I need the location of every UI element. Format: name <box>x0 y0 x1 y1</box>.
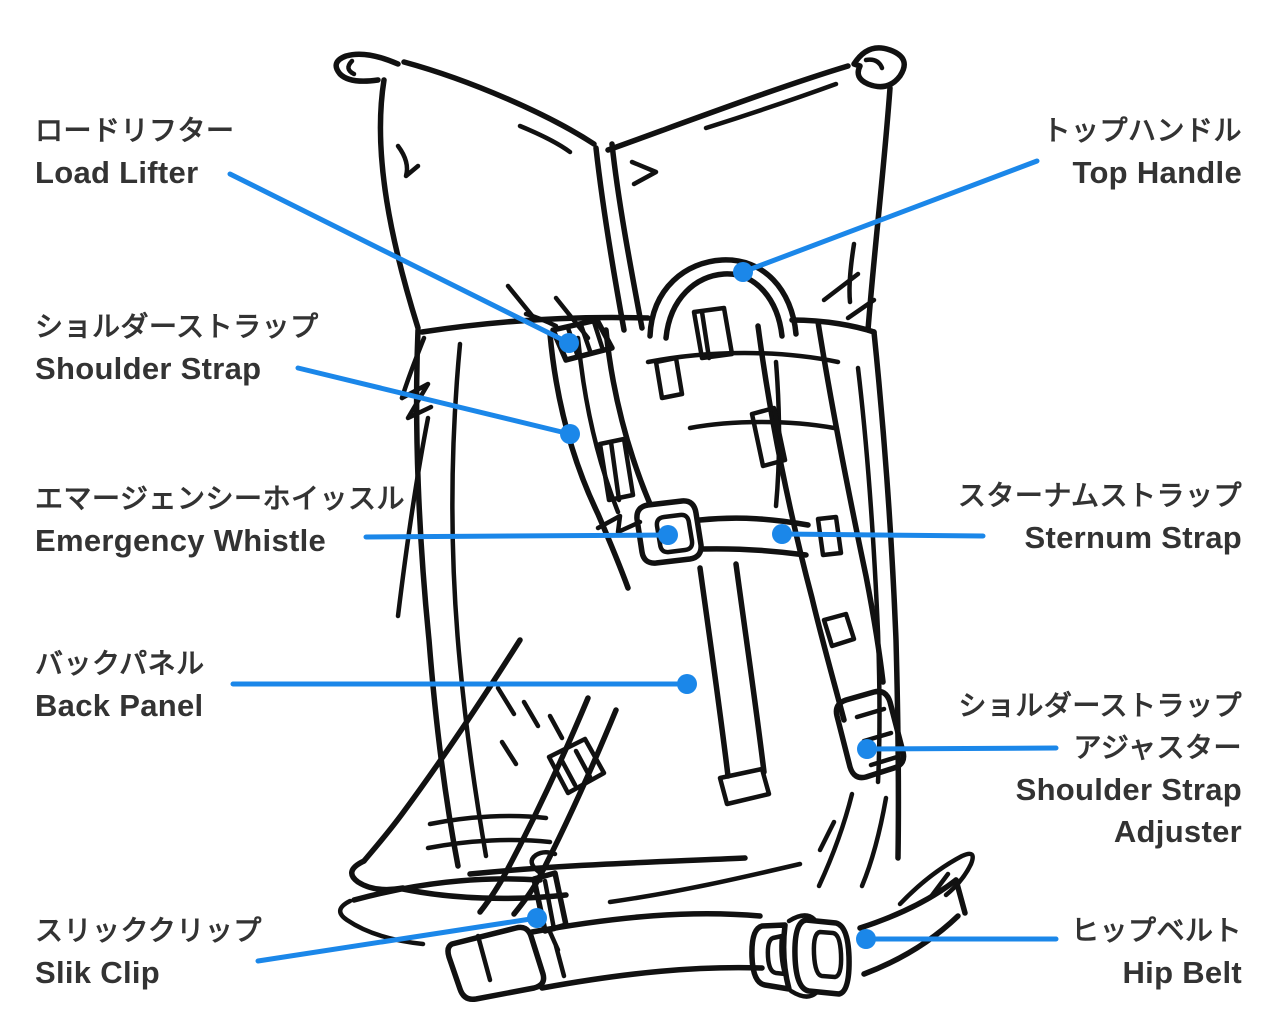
label-shoulder-strap-adjuster-jp-line2: アジャスター <box>1073 732 1242 763</box>
leader-slik-clip <box>255 908 547 964</box>
right-shoulder-strap-drawing <box>749 319 907 889</box>
rolltop-drawing <box>333 45 907 341</box>
label-load-lifter-jp: ロードリフター <box>35 115 235 146</box>
leader-shoulder-strap <box>295 365 580 444</box>
label-sternum-strap-jp: スターナムストラップ <box>957 480 1242 511</box>
label-emergency-whistle: エマージェンシーホイッスル Emergency Whistle <box>35 478 405 562</box>
backpack-line-art-illustration <box>333 45 975 1003</box>
leader-lines <box>227 158 1059 964</box>
leader-load-lifter <box>227 171 579 353</box>
load-lifter-drawing <box>419 311 877 363</box>
leader-hip-belt <box>856 929 1059 949</box>
left-strap-tail-drawing <box>697 561 772 807</box>
label-shoulder-strap-jp: ショルダーストラップ <box>35 311 319 342</box>
label-shoulder-strap-adjuster: ショルダーストラップ アジャスター Shoulder Strap Adjuste… <box>958 685 1242 853</box>
label-shoulder-strap-adjuster-jp-line1: ショルダーストラップ <box>958 690 1242 721</box>
leader-sternum-strap <box>772 524 986 544</box>
label-hip-belt-jp: ヒップベルト <box>1070 915 1242 946</box>
label-hip-belt: ヒップベルト Hip Belt <box>1071 910 1242 994</box>
label-back-panel-en: Back Panel <box>35 688 204 723</box>
hip-belt-drawing <box>338 851 975 1003</box>
label-back-panel-jp: バックパネル <box>35 648 205 679</box>
top-handle-drawing <box>647 257 799 361</box>
label-slik-clip-jp: スリッククリップ <box>35 915 262 946</box>
label-load-lifter-en: Load Lifter <box>35 155 199 190</box>
label-emergency-whistle-en: Emergency Whistle <box>35 523 327 558</box>
label-shoulder-strap-adjuster-en-line1: Shoulder Strap <box>1015 772 1242 807</box>
label-hip-belt-en: Hip Belt <box>1122 955 1242 990</box>
label-shoulder-strap: ショルダーストラップ Shoulder Strap <box>35 306 319 390</box>
label-back-panel: バックパネル Back Panel <box>35 643 205 727</box>
label-slik-clip-en: Slik Clip <box>35 955 161 990</box>
label-sternum-strap: スターナムストラップ Sternum Strap <box>958 475 1242 559</box>
label-top-handle: トップハンドル Top Handle <box>1042 110 1242 194</box>
label-shoulder-strap-adjuster-en-line2: Adjuster <box>1113 814 1242 849</box>
label-top-handle-en: Top Handle <box>1072 155 1242 190</box>
leader-top-handle <box>733 158 1040 282</box>
label-slik-clip: スリッククリップ Slik Clip <box>35 910 262 994</box>
leader-back-panel <box>230 674 697 694</box>
sternum-strap-drawing <box>595 498 844 566</box>
label-emergency-whistle-jp: エマージェンシーホイッスル <box>35 483 405 514</box>
leader-shoulder-strap-adjuster <box>857 739 1059 759</box>
leader-emergency-whistle <box>363 525 678 545</box>
label-load-lifter: ロードリフター Load Lifter <box>35 110 235 194</box>
left-shoulder-strap-drawing <box>547 327 685 591</box>
label-shoulder-strap-en: Shoulder Strap <box>35 351 262 386</box>
label-sternum-strap-en: Sternum Strap <box>1024 520 1242 555</box>
label-top-handle-jp: トップハンドル <box>1042 115 1242 146</box>
